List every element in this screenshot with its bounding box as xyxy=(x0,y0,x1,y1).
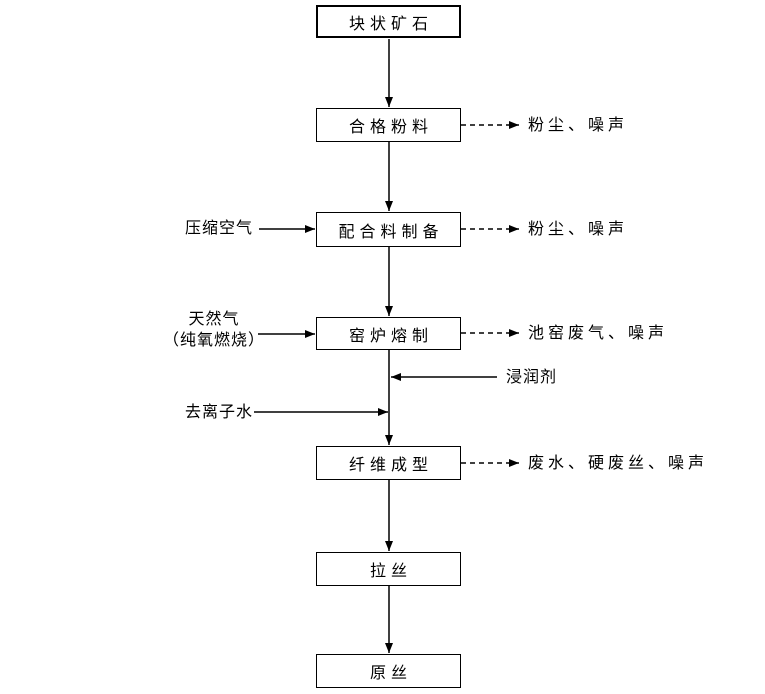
input-label-natural-gas: 天然气 （纯氧燃烧） xyxy=(140,309,288,351)
node-fiber-forming: 纤维成型 xyxy=(316,446,461,480)
node-lump-ore-label: 块状矿石 xyxy=(348,15,433,33)
node-wire-drawing: 拉丝 xyxy=(316,552,461,586)
node-furnace-melting: 窑炉熔制 xyxy=(316,317,461,350)
node-wire-drawing-label: 拉丝 xyxy=(369,563,412,580)
input-label-natural-gas-line2: （纯氧燃烧） xyxy=(162,332,265,349)
node-raw-strand-label: 原丝 xyxy=(369,665,412,682)
node-fiber-forming-label: 纤维成型 xyxy=(348,457,433,474)
node-furnace-melting-label: 窑炉熔制 xyxy=(348,327,433,345)
input-label-natural-gas-line1: 天然气 xyxy=(188,311,240,328)
emission-label-dust-noise-2: 粉尘、噪声 xyxy=(528,221,629,238)
emission-label-furnace-exhaust: 池窑废气、噪声 xyxy=(528,325,669,342)
node-batch-preparation-label: 配合料制备 xyxy=(338,223,444,241)
node-qualified-powder: 合格粉料 xyxy=(316,108,461,142)
node-lump-ore: 块状矿石 xyxy=(316,5,461,38)
input-label-sizing-agent: 浸润剂 xyxy=(506,369,558,386)
node-batch-preparation: 配合料制备 xyxy=(316,212,461,247)
input-label-compressed-air: 压缩空气 xyxy=(185,220,254,237)
emission-label-wastewater: 废水、硬废丝、噪声 xyxy=(528,455,709,472)
node-qualified-powder-label: 合格粉料 xyxy=(348,119,433,136)
node-raw-strand: 原丝 xyxy=(316,654,461,688)
input-label-deionized-water: 去离子水 xyxy=(185,404,254,421)
emission-label-dust-noise-1: 粉尘、噪声 xyxy=(528,117,629,134)
